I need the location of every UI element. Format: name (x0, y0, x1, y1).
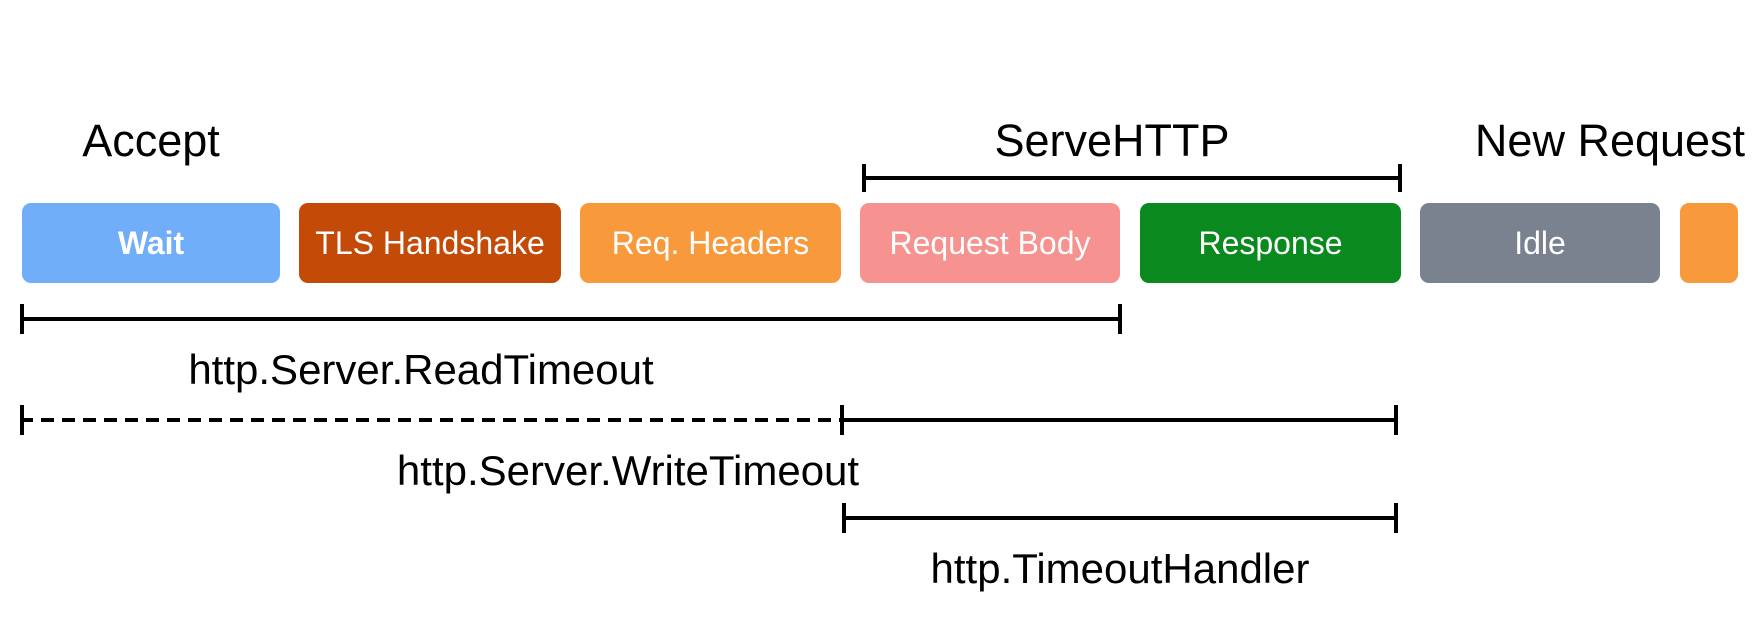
write-timeout-tick-end (1394, 405, 1398, 435)
phase-box-response: Response (1140, 203, 1401, 283)
phase-label-tls-handshake: TLS Handshake (315, 224, 545, 261)
servehttp-heading: ServeHTTP (994, 115, 1230, 166)
servehttp-bracket-line (862, 176, 1402, 180)
timeout-handler-tick-end (1394, 503, 1398, 533)
timeout-handler-label: http.TimeoutHandler (930, 545, 1310, 592)
read-timeout-line (20, 317, 1122, 321)
servehttp-bracket-tick-start (862, 164, 866, 192)
write-timeout-line-solid (842, 418, 1398, 422)
write-timeout-line-dashed (20, 418, 842, 422)
phase-box-request-body: Request Body (860, 203, 1120, 283)
phase-box-tls-handshake: TLS Handshake (299, 203, 561, 283)
phase-label-response: Response (1198, 224, 1343, 261)
phase-label-idle: Idle (1514, 224, 1566, 261)
phase-box-next-request (1680, 203, 1738, 283)
phase-label-request-headers: Req. Headers (611, 224, 810, 261)
phase-label-request-body: Request Body (889, 224, 1091, 261)
servehttp-bracket-tick-end (1398, 164, 1402, 192)
write-timeout-tick-middle (840, 405, 844, 435)
read-timeout-label: http.Server.ReadTimeout (188, 346, 654, 393)
accept-heading: Accept (82, 115, 220, 166)
timeout-handler-line (842, 516, 1398, 520)
phase-box-wait: Wait (22, 203, 280, 283)
read-timeout-tick-end (1118, 304, 1122, 334)
read-timeout-tick-start (20, 304, 24, 334)
timeout-handler-tick-start (842, 503, 846, 533)
write-timeout-tick-start (20, 405, 24, 435)
new-request-heading: New Request (1474, 115, 1746, 166)
phase-box-idle: Idle (1420, 203, 1660, 283)
phase-box-request-headers: Req. Headers (580, 203, 841, 283)
write-timeout-label: http.Server.WriteTimeout (396, 447, 860, 494)
phase-label-wait: Wait (117, 224, 185, 261)
